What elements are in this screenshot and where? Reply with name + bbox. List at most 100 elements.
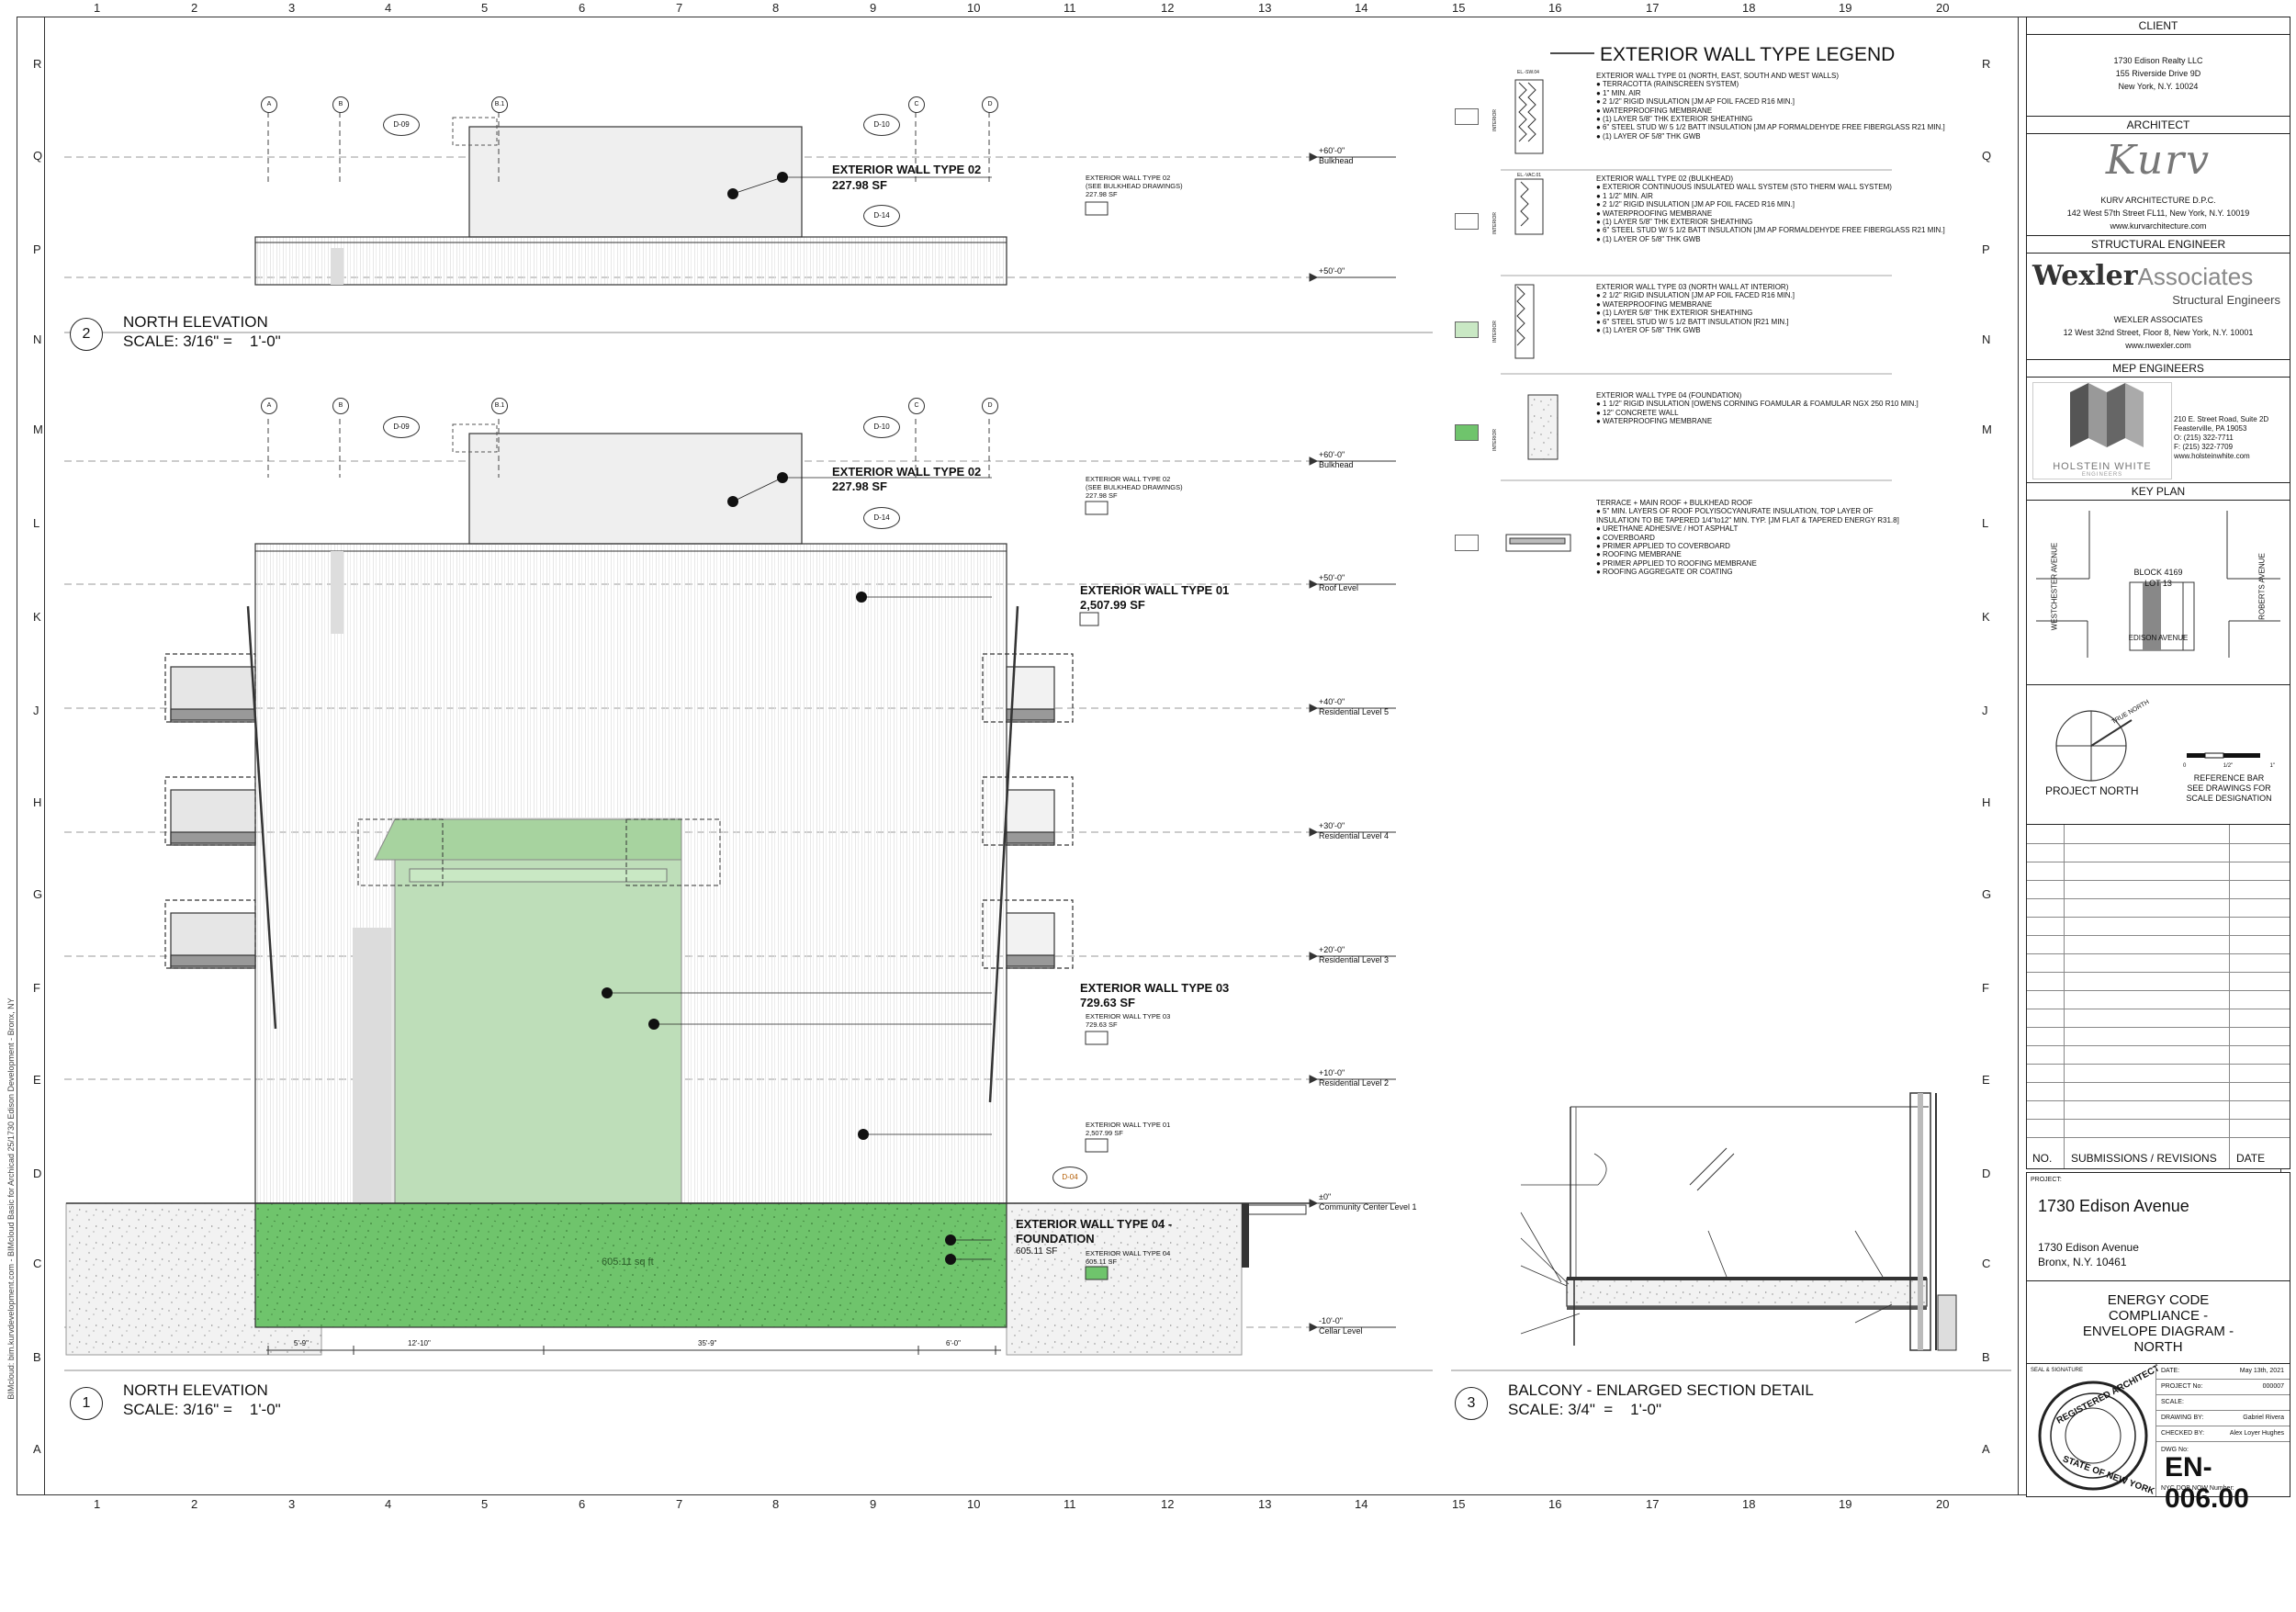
detail-tag-d14-top[interactable]: D-14 — [863, 205, 900, 227]
callout-wt04-small2: 605.11 SF — [1086, 1257, 1118, 1266]
reference-bar-icon — [2187, 752, 2260, 759]
wexler-logo-sub: Structural Engineers — [2172, 293, 2280, 307]
project-name: 1730 Edison Avenue — [2038, 1197, 2189, 1215]
dimension-1: 5'-9" — [294, 1339, 309, 1347]
legend-sections — [1505, 79, 1571, 552]
field-label-3: SCALE: — [2161, 1399, 2184, 1405]
wexler-logo: WexlerAssociates — [2032, 260, 2253, 292]
reference-bar-ticks: 0 1/2" 1" — [2183, 763, 2275, 769]
dwg-no: EN-006.00 — [2165, 1452, 2249, 1514]
key-plan-street-left: WESTCHESTER AVENUE — [2050, 542, 2059, 631]
callout-main-wt02-area: 227.98 SF — [832, 479, 887, 493]
callout-top-wt02-title: EXTERIOR WALL TYPE 02 — [832, 163, 982, 176]
top-level-marker-1 — [1309, 273, 1319, 282]
revision-row-12 — [2027, 1045, 2290, 1046]
main-level-marker-5 — [1309, 1075, 1319, 1084]
grid-col-1-top: 1 — [94, 1, 101, 15]
main-level-marker-0 — [1309, 457, 1319, 466]
tb-client: CLIENT 1730 Edison Realty LLC 155 Rivers… — [2026, 17, 2290, 118]
grid-col-4-top: 4 — [385, 1, 392, 15]
elevation-drawing — [64, 52, 2011, 1371]
grid-row-C-right: C — [1982, 1257, 1991, 1270]
architect-seal-icon — [2038, 1381, 2148, 1491]
legend-side-1: INTERIOR — [1491, 109, 1498, 131]
grid-bubble-c-main: C — [908, 398, 925, 414]
legend-item-1-line-1: EXTERIOR WALL TYPE 01 (NORTH, EAST, SOUT… — [1596, 72, 1840, 80]
grid-col-13-top: 13 — [1258, 1, 1272, 15]
main-level-name-4: Residential Level 3 — [1319, 955, 1390, 964]
field-value-1: May 13th, 2021 — [2239, 1368, 2284, 1374]
key-plan-street-right: ROBERTS AVENUE — [2257, 553, 2267, 620]
callout-wt03-small1: EXTERIOR WALL TYPE 03 — [1086, 1012, 1171, 1020]
callout-main-wt02-small1: EXTERIOR WALL TYPE 02 — [1086, 475, 1171, 483]
main-level-elev-4: +20'-0" — [1319, 945, 1345, 954]
legend-item-3-line-3: ● WATERPROOFING MEMBRANE — [1596, 299, 1713, 309]
field-rule-1 — [2155, 1379, 2290, 1380]
foundation-area-label: 605.11 sq ft — [602, 1257, 654, 1268]
main-level-elev-7: -10'-0" — [1319, 1316, 1343, 1325]
legend-item-5-line-5: ● COVERBOARD — [1596, 533, 1655, 542]
tb-mep-address: 210 E. Street Road, Suite 2D Feastervill… — [2174, 415, 2268, 461]
callout-wt04-small1: EXTERIOR WALL TYPE 04 — [1086, 1249, 1171, 1257]
legend-item-5-line-2: ● 5" MIN. LAYERS OF ROOF POLYISOCYANURAT… — [1596, 507, 1874, 516]
grid-col-3-bottom: 3 — [288, 1497, 296, 1511]
legend-item-2-line-8: ● (1) LAYER OF 5/8" THK GWB — [1596, 234, 1701, 243]
grid-row-H-left: H — [33, 795, 42, 809]
grid-row-K-left: K — [33, 610, 41, 624]
tb-seal-fields: SEAL & SIGNATURE REGISTERED ARCHITECT ST… — [2026, 1363, 2290, 1514]
tb-key-plan-heading: KEY PLAN — [2027, 483, 2290, 501]
grid-col-6-bottom: 6 — [579, 1497, 586, 1511]
grid-col-19-top: 19 — [1839, 1, 1852, 15]
tb-client-line-3: New York, N.Y. 10024 — [2118, 82, 2199, 91]
detail-tag-d04[interactable]: D-04 — [1052, 1167, 1087, 1189]
legend-item-3-line-4: ● (1) LAYER 5/8" THK EXTERIOR SHEATHING — [1596, 309, 1753, 318]
ref-tick-0: 0 — [2183, 763, 2187, 769]
reference-bar-text: REFERENCE BAR SEE DRAWINGS FOR SCALE DES… — [2170, 773, 2288, 804]
legend-item-1-line-2: ● TERRACOTTA (RAINSCREEN SYSTEM) — [1596, 80, 1739, 89]
callout-dots — [602, 172, 956, 1265]
revision-row-13 — [2027, 1064, 2290, 1065]
main-level-marker-3 — [1309, 828, 1319, 837]
legend-item-5-line-7: ● ROOFING MEMBRANE — [1596, 550, 1682, 559]
rev-header-date: DATE — [2236, 1152, 2266, 1165]
grid-col-17-top: 17 — [1646, 1, 1660, 15]
revision-row-6 — [2027, 935, 2290, 936]
legend-item-3-line-2: ● 2 1/2" RIGID INSULATION [JM AP FOIL FA… — [1596, 291, 1795, 300]
grid-col-2-bottom: 2 — [191, 1497, 198, 1511]
grid-col-14-bottom: 14 — [1355, 1497, 1368, 1511]
field-label-1: DATE: — [2161, 1368, 2180, 1374]
callout-wt01-area: 2,507.99 SF — [1080, 598, 1145, 612]
legend-item-5-line-4: ● URETHANE ADHESIVE / HOT ASPHALT — [1596, 524, 1739, 534]
detail-tag-d10-main[interactable]: D-10 — [863, 416, 900, 438]
grid-row-M-left: M — [33, 423, 43, 436]
key-plan-lot: LOT 13 — [2144, 579, 2172, 588]
callout-wt01-small1: EXTERIOR WALL TYPE 01 — [1086, 1121, 1171, 1129]
grid-row-R-left: R — [33, 57, 42, 71]
revision-row-1 — [2027, 843, 2290, 844]
tb-structural: STRUCTURAL ENGINEER WexlerAssociates Str… — [2026, 235, 2290, 361]
revision-row-8 — [2027, 972, 2290, 973]
grid-col-4-bottom: 4 — [385, 1497, 392, 1511]
grid-bubble-d-main: D — [982, 398, 998, 414]
main-elevation — [64, 419, 1433, 1371]
project-addr-2: Bronx, N.Y. 10461 — [2038, 1256, 2127, 1268]
main-level-elev-0: +60'-0" — [1319, 450, 1345, 459]
grid-col-8-top: 8 — [772, 1, 780, 15]
legend-item-5-line-9: ● ROOFING AGGREGATE OR COATING — [1596, 568, 1733, 577]
tb-client-line-2: 155 Riverside Drive 9D — [2115, 69, 2201, 78]
detail-tag-d14-main[interactable]: D-14 — [863, 507, 900, 529]
detail-tag-d10-top[interactable]: D-10 — [863, 114, 900, 136]
field-label-4: DRAWING BY: — [2161, 1415, 2204, 1421]
legend-item-1-line-3: ● 1" MIN. AIR — [1596, 88, 1641, 97]
tb-project: PROJECT: 1730 Edison Avenue 1730 Edison … — [2026, 1172, 2290, 1282]
main-level-name-7: Cellar Level — [1319, 1326, 1363, 1336]
dimension-3: 35'-9" — [698, 1339, 717, 1347]
nyc-dob-label: NYC DOB NOW Number: — [2161, 1485, 2234, 1492]
detail-tag-d09-main[interactable]: D-09 — [383, 416, 420, 438]
detail-tag-d09-top[interactable]: D-09 — [383, 114, 420, 136]
grid-col-10-top: 10 — [967, 1, 981, 15]
tb-architect-line-1: KURV ARCHITECTURE D.P.C. — [2100, 196, 2216, 205]
callout-wt04-title2: FOUNDATION — [1016, 1232, 1095, 1246]
grid-col-10-bottom: 10 — [967, 1497, 981, 1511]
tb-structural-heading: STRUCTURAL ENGINEER — [2027, 236, 2290, 254]
